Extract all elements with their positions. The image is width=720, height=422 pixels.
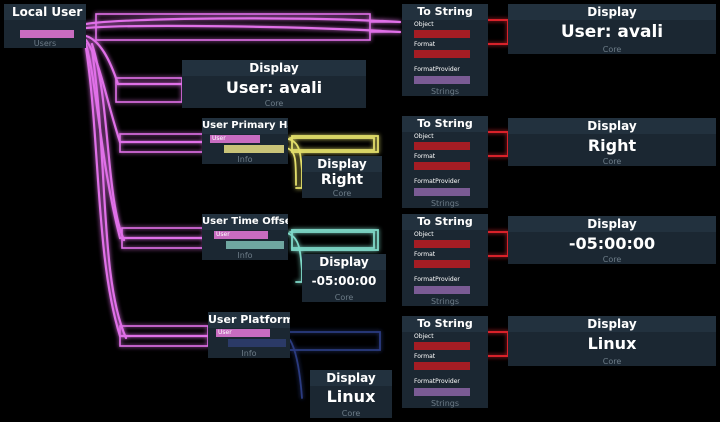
to-string-node[interactable]: To String Object Format FormatProvider S… [402, 116, 488, 208]
display-node[interactable]: Display Linux Core [310, 370, 392, 418]
display-node[interactable]: Display User: avali Core [182, 60, 366, 108]
object-input[interactable] [414, 30, 470, 38]
offset-output[interactable] [226, 241, 284, 249]
node-title: Local User [4, 4, 86, 20]
node-category: Strings [430, 297, 460, 306]
to-string-node[interactable]: To String Object Format FormatProvider S… [402, 316, 488, 408]
node-title: Display [302, 254, 386, 270]
object-input[interactable] [414, 142, 470, 150]
node-title: To String [402, 316, 488, 332]
node-title: Display [508, 118, 716, 134]
node-title: To String [402, 116, 488, 132]
display-node[interactable]: Display User: avali Core [508, 4, 716, 54]
format-input[interactable] [414, 162, 470, 170]
provider-label: FormatProvider [414, 178, 460, 185]
format-input[interactable] [414, 260, 470, 268]
node-title: User Primary Hand [202, 118, 288, 134]
format-label: Format [414, 153, 436, 160]
node-category: Info [237, 251, 253, 260]
user-input[interactable]: User [216, 329, 270, 337]
node-title: Display [508, 216, 716, 232]
to-string-node[interactable]: To String Object Format FormatProvider S… [402, 4, 488, 96]
node-title: Display [302, 156, 382, 172]
format-input[interactable] [414, 362, 470, 370]
display-node[interactable]: Display Linux Core [508, 316, 716, 366]
display-node[interactable]: Display -05:00:00 Core [508, 216, 716, 264]
format-input[interactable] [414, 50, 470, 58]
user-output[interactable] [20, 30, 74, 38]
display-value: Linux [587, 334, 637, 353]
display-value: Right [587, 136, 637, 155]
provider-label: FormatProvider [414, 378, 460, 385]
user-input[interactable]: User [214, 231, 268, 239]
node-category: Core [334, 293, 354, 302]
object-input[interactable] [414, 240, 470, 248]
provider-input[interactable] [414, 286, 470, 294]
hand-output[interactable] [224, 145, 284, 153]
object-input[interactable] [414, 342, 470, 350]
node-title: To String [402, 4, 488, 20]
node-title: To String [402, 214, 488, 230]
provider-label: FormatProvider [414, 276, 460, 283]
platform-output[interactable] [228, 339, 286, 347]
user-time-offset-node[interactable]: User Time Offset User Info [202, 214, 288, 260]
display-value: User: avali [560, 22, 664, 42]
provider-input[interactable] [414, 388, 470, 396]
node-category: Info [241, 349, 257, 358]
node-category: Info [237, 155, 253, 164]
node-title: Display [508, 316, 716, 332]
format-label: Format [414, 41, 436, 48]
display-node[interactable]: Display Right Core [508, 118, 716, 166]
to-string-node[interactable]: To String Object Format FormatProvider S… [402, 214, 488, 306]
object-label: Object [414, 21, 434, 28]
node-category: Strings [430, 399, 460, 408]
display-value: User: avali [225, 78, 323, 97]
provider-input[interactable] [414, 76, 470, 84]
object-label: Object [414, 231, 434, 238]
local-user-node[interactable]: Local User Users [4, 4, 86, 48]
provider-input[interactable] [414, 188, 470, 196]
display-node[interactable]: Display Right Core [302, 156, 382, 198]
display-value: -05:00:00 [568, 234, 656, 253]
node-category: Users [33, 39, 57, 48]
node-title: Display [508, 4, 716, 20]
node-category: Strings [430, 199, 460, 208]
node-category: Core [332, 189, 352, 198]
object-label: Object [414, 133, 434, 140]
user-platform-node[interactable]: User Platform User Info [208, 312, 290, 358]
format-label: Format [414, 353, 436, 360]
user-primary-hand-node[interactable]: User Primary Hand User Info [202, 118, 288, 164]
node-title: Display [310, 370, 392, 386]
node-category: Core [602, 255, 622, 264]
node-title: User Platform [208, 312, 290, 328]
node-title: Display [182, 60, 366, 76]
display-value: -05:00:00 [311, 274, 377, 288]
display-value: Right [320, 172, 364, 188]
object-label: Object [414, 333, 434, 340]
node-category: Strings [430, 87, 460, 96]
format-label: Format [414, 251, 436, 258]
node-category: Core [602, 45, 622, 54]
node-category: Core [602, 157, 622, 166]
node-category: Core [602, 357, 622, 366]
display-value: Linux [326, 387, 376, 406]
user-input[interactable]: User [210, 135, 260, 143]
node-category: Core [341, 409, 361, 418]
node-title: User Time Offset [202, 214, 288, 230]
display-node[interactable]: Display -05:00:00 Core [302, 254, 386, 302]
provider-label: FormatProvider [414, 66, 460, 73]
node-category: Core [264, 99, 284, 108]
